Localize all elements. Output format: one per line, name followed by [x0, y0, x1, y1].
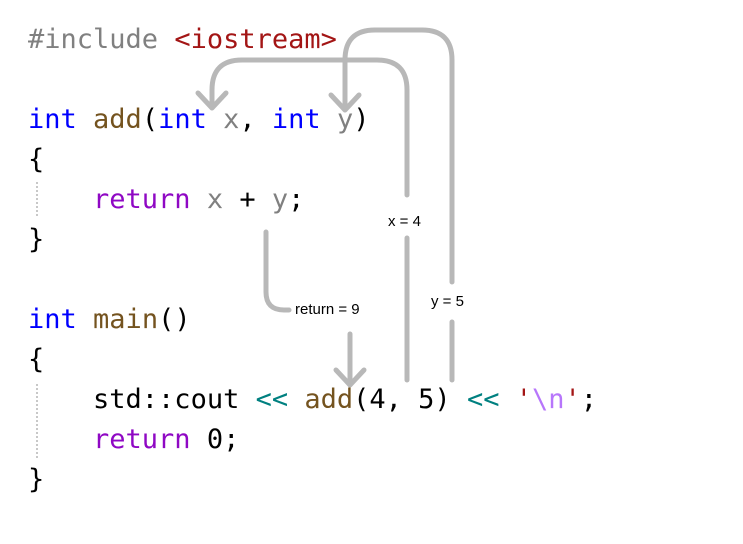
code-token: y [336, 104, 354, 135]
code-token: add [93, 104, 142, 135]
code-token: int [271, 104, 321, 135]
code-line: { [28, 340, 597, 380]
arrow-return [263, 229, 292, 313]
indent-guide-add [36, 182, 38, 216]
code-token: #include [28, 24, 175, 55]
arrow-arg-x [209, 57, 410, 198]
code-token: } [28, 224, 45, 255]
code-token: x [223, 104, 240, 135]
code-token: } [28, 464, 45, 495]
code-token: (4, 5) [353, 384, 451, 415]
code-token: return [93, 184, 191, 215]
code-token: \n [532, 384, 565, 415]
code-token: + [223, 184, 272, 215]
return-value-label: return = 9 [292, 301, 363, 318]
code-token: ; [288, 184, 305, 215]
code-token: ' [564, 384, 581, 415]
code-token: <iostream> [174, 24, 337, 55]
code-token: int [28, 104, 77, 135]
code-line: } [28, 220, 597, 260]
code-token: << [239, 384, 305, 415]
code-line: return 0; [28, 420, 597, 460]
code-token: std::cout [93, 384, 240, 415]
code-token: ( [141, 104, 159, 135]
x-value-label: x = 4 [385, 213, 424, 230]
code-token: , [239, 104, 272, 135]
code-token: int [28, 304, 77, 335]
code-line: int add(int x, int y) [28, 100, 597, 140]
code-token: ; [580, 384, 598, 415]
code-line: return x + y; [28, 180, 597, 220]
code-line: int main() [28, 300, 597, 340]
code-token: int [158, 104, 207, 135]
code-token: y [271, 184, 289, 215]
code-line: } [28, 460, 597, 500]
indent-guide-main [36, 384, 38, 458]
y-value-label: y = 5 [428, 293, 467, 310]
code-listing: #include <iostream> int add(int x, int y… [28, 20, 597, 500]
arrow-arg-y [342, 27, 455, 285]
code-token: () [158, 304, 191, 335]
code-token: { [28, 344, 45, 375]
code-line: #include <iostream> [28, 20, 597, 60]
code-token: ' [515, 384, 532, 415]
code-line: { [28, 140, 597, 180]
code-token: add [304, 384, 354, 415]
code-token: return [93, 424, 191, 455]
code-token: 0; [190, 424, 240, 455]
code-line: std::cout << add(4, 5) << '\n'; [28, 380, 597, 420]
arrow-head-x [195, 90, 229, 111]
arrow-head-return [333, 367, 367, 388]
code-token: { [28, 144, 45, 175]
code-token: << [450, 384, 516, 415]
arrow-head-y [328, 92, 362, 113]
code-token: main [93, 304, 159, 335]
code-token: x [206, 184, 224, 215]
code-token: ) [353, 104, 370, 135]
